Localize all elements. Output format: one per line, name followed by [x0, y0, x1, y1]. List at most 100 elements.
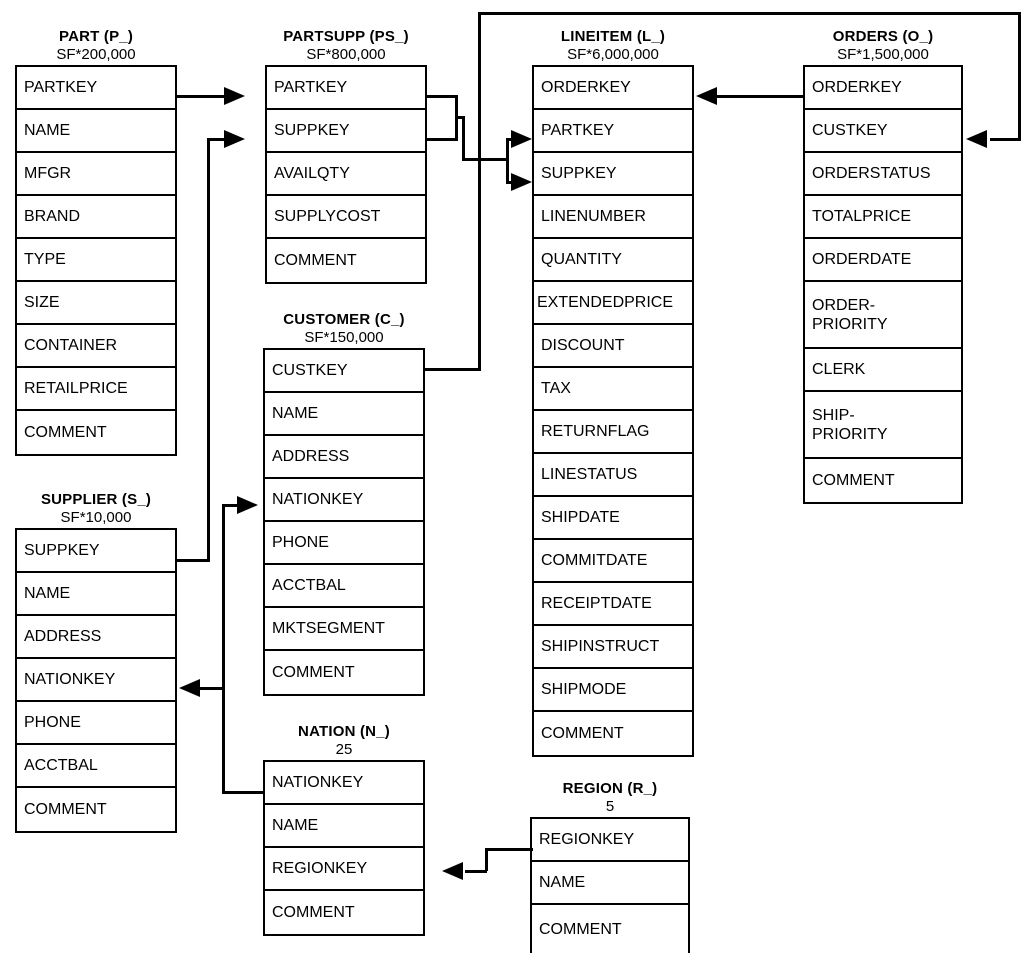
entity-customer-cardinality: SF*150,000: [304, 329, 384, 346]
connector-partsupp-lineitem-pk-stub: [427, 95, 458, 98]
column-row: TAX: [534, 368, 692, 411]
entity-lineitem-columns: ORDERKEY PARTKEY SUPPKEY LINENUMBER QUAN…: [532, 65, 694, 757]
arrowhead-supplier-nationkey: [179, 679, 200, 697]
column-row: COMMENT: [24, 424, 107, 441]
arrowhead-lineitem-suppkey: [511, 173, 532, 191]
connector-nation-customer-stub: [222, 504, 238, 507]
entity-supplier-cardinality: SF*10,000: [60, 509, 132, 526]
column-row: LINENUMBER: [534, 196, 692, 239]
column-row: EXTENDEDPRICE: [534, 282, 692, 325]
column-row: ORDERKEY: [534, 67, 692, 110]
column-row: REGIONKEY: [265, 848, 423, 891]
column-row: NATIONKEY: [265, 479, 423, 522]
column-row: REGIONKEY: [532, 819, 688, 862]
column-row: SUPPLYCOST: [267, 196, 425, 239]
column-row: NATIONKEY: [265, 762, 423, 805]
entity-nation-columns: NATIONKEY NAME REGIONKEY COMMENT: [263, 760, 425, 936]
column-row: BRAND: [17, 196, 175, 239]
entity-part-title: PART (P_): [58, 28, 134, 45]
column-row: ORDER-PRIORITY: [805, 282, 961, 349]
column-row: SHIPINSTRUCT: [534, 626, 692, 669]
connector-region-nation-seg1: [485, 848, 533, 851]
column-row: SHIP-PRIORITY: [805, 392, 961, 459]
column-row: SHIPMODE: [534, 669, 692, 712]
arrowhead-partsupp-suppkey: [224, 130, 245, 148]
entity-nation-cardinality: 25: [335, 741, 353, 758]
entity-region-title: REGION (R_): [562, 780, 658, 797]
connector-region-nation-seg3: [465, 870, 487, 873]
entity-nation-title: NATION (N_): [298, 723, 390, 740]
connector-nation-fk-trunk: [222, 504, 225, 794]
entity-nation: NATION (N_) 25 NATIONKEY NAME REGIONKEY …: [263, 723, 425, 936]
connector-part-partsupp: [177, 95, 225, 98]
entity-customer-columns: CUSTKEY NAME ADDRESS NATIONKEY PHONE ACC…: [263, 348, 425, 696]
entity-part: PART (P_) SF*200,000 PARTKEY NAME MFGR B…: [15, 28, 177, 456]
entity-region: REGION (R_) 5 REGIONKEY NAME COMMENT: [530, 780, 690, 953]
column-row: PHONE: [17, 702, 175, 745]
entity-supplier-columns: SUPPKEY NAME ADDRESS NATIONKEY PHONE ACC…: [15, 528, 177, 833]
column-row: NAME: [265, 393, 423, 436]
connector-partsupp-lineitem-trunk: [462, 158, 509, 161]
entity-region-columns: REGIONKEY NAME COMMENT: [530, 817, 690, 953]
column-row: ORDERSTATUS: [805, 153, 961, 196]
connector-region-nation-seg2: [485, 848, 488, 871]
arrowhead-lineitem-partkey: [511, 130, 532, 148]
column-row: CLERK: [805, 349, 961, 392]
column-row: NAME: [532, 862, 688, 905]
column-row: ADDRESS: [17, 616, 175, 659]
connector-nation-fk-stub: [222, 791, 265, 794]
column-row: COMMENT: [24, 801, 107, 818]
column-row: PARTKEY: [534, 110, 692, 153]
column-row: ACCTBAL: [17, 745, 175, 788]
column-row: SHIPDATE: [534, 497, 692, 540]
arrowhead-customer-nationkey: [237, 496, 258, 514]
column-row: COMMENT: [541, 725, 624, 742]
column-row: MFGR: [17, 153, 175, 196]
column-row: ORDERDATE: [805, 239, 961, 282]
connector-orders-lineitem: [716, 95, 803, 98]
column-row: AVAILQTY: [267, 153, 425, 196]
column-row: QUANTITY: [534, 239, 692, 282]
entity-customer-title: CUSTOMER (C_): [283, 311, 405, 328]
column-row: SIZE: [17, 282, 175, 325]
column-row: SUPPKEY: [267, 110, 425, 153]
column-row: LINESTATUS: [534, 454, 692, 497]
entity-lineitem: LINEITEM (L_) SF*6,000,000 ORDERKEY PART…: [532, 28, 694, 757]
entity-orders-title: ORDERS (O_): [832, 28, 934, 45]
column-row: PHONE: [265, 522, 423, 565]
entity-orders-columns: ORDERKEY CUSTKEY ORDERSTATUS TOTALPRICE …: [803, 65, 963, 504]
connector-customer-orders-seg3: [478, 12, 1021, 15]
entity-partsupp-title: PARTSUPP (PS_): [283, 28, 409, 45]
column-row: COMMENT: [812, 472, 895, 489]
column-row: NATIONKEY: [17, 659, 175, 702]
column-row: NAME: [17, 573, 175, 616]
column-row: ADDRESS: [265, 436, 423, 479]
connector-supplier-partsupp-seg1: [177, 559, 210, 562]
column-row: COMMITDATE: [534, 540, 692, 583]
column-row: COMMENT: [272, 664, 355, 681]
connector-nation-supplier-stub: [200, 687, 225, 690]
entity-region-cardinality: 5: [605, 798, 615, 815]
column-row: TOTALPRICE: [805, 196, 961, 239]
entity-part-cardinality: SF*200,000: [56, 46, 136, 63]
entity-lineitem-title: LINEITEM (L_): [560, 28, 666, 45]
arrowhead-partsupp-partkey: [224, 87, 245, 105]
entity-supplier: SUPPLIER (S_) SF*10,000 SUPPKEY NAME ADD…: [15, 491, 177, 833]
connector-customer-orders-seg1: [425, 368, 480, 371]
column-row: ORDERKEY: [805, 67, 961, 110]
arrowhead-lineitem-orderkey: [696, 87, 717, 105]
column-row: NAME: [265, 805, 423, 848]
connector-lineitem-suppkey-stub: [506, 181, 514, 184]
entity-customer: CUSTOMER (C_) SF*150,000 CUSTKEY NAME AD…: [263, 311, 425, 696]
entity-partsupp-cardinality: SF*800,000: [306, 46, 386, 63]
column-row: CONTAINER: [17, 325, 175, 368]
column-row: COMMENT: [274, 252, 357, 269]
column-row: NAME: [17, 110, 175, 153]
column-row: DISCOUNT: [534, 325, 692, 368]
connector-partsupp-lineitem-join3: [462, 116, 465, 161]
connector-customer-orders-seg5: [990, 138, 1021, 141]
column-row: SUPPKEY: [534, 153, 692, 196]
column-row: SUPPKEY: [17, 530, 175, 573]
column-row: CUSTKEY: [265, 350, 423, 393]
